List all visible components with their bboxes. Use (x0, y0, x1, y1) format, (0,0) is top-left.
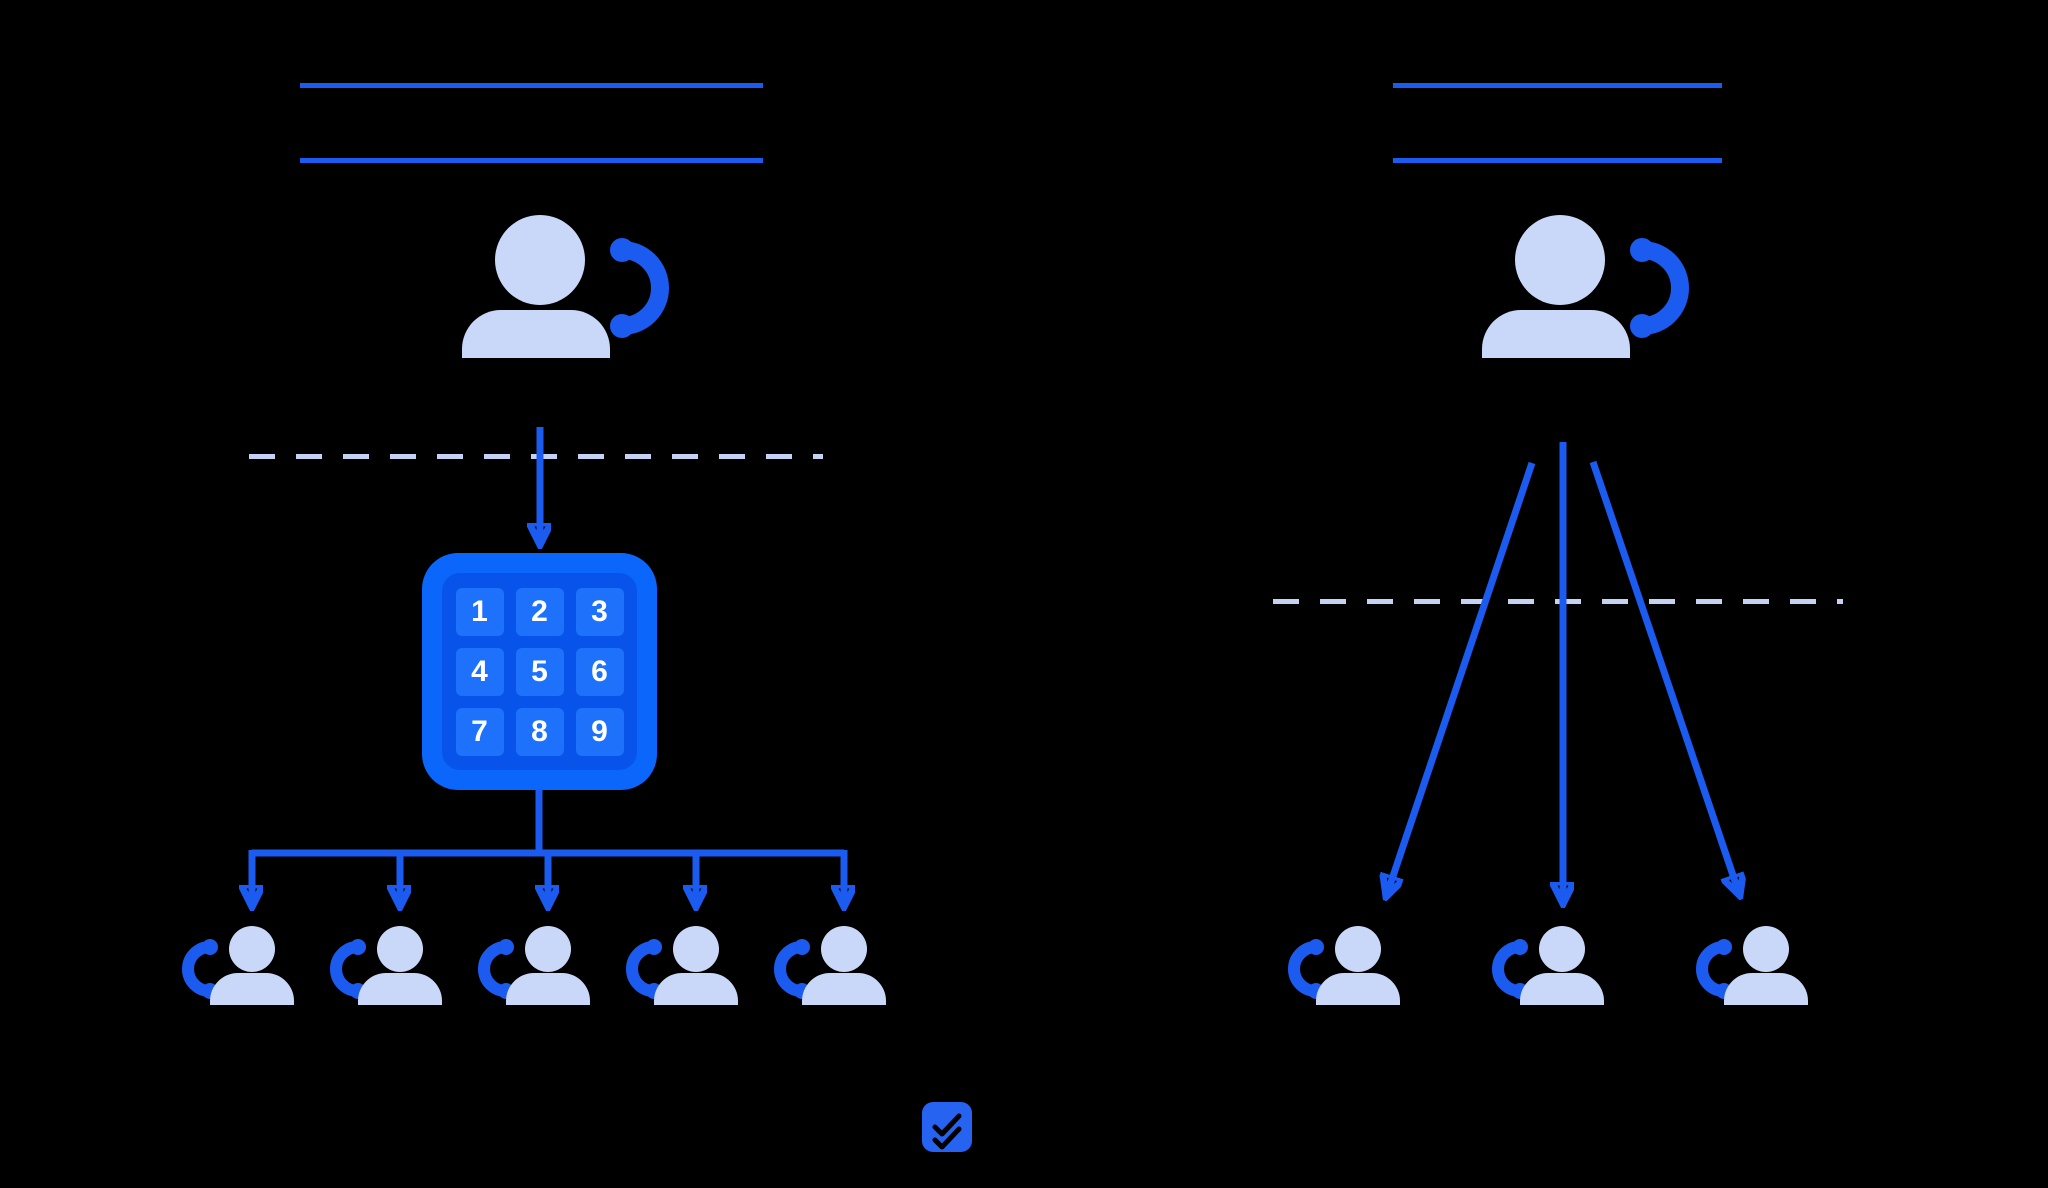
keypad-key-5: 5 (515, 647, 564, 696)
person-head (1335, 926, 1381, 972)
keypad-key-4: 4 (455, 647, 504, 696)
right-agent-with-phone-icon-3 (1696, 926, 1808, 1005)
keypad-key-7: 7 (455, 707, 504, 756)
person-body (654, 973, 738, 1005)
phone-handset-icon (610, 238, 669, 338)
right-title-underline-bottom (1393, 158, 1722, 163)
person-body (1724, 973, 1808, 1005)
keypad-key-9: 9 (575, 707, 624, 756)
person-head (821, 926, 867, 972)
left-title-underline-bottom (300, 158, 763, 163)
right-dashed-divider (1273, 599, 1843, 604)
keypad-key-2: 2 (515, 587, 564, 636)
person-head (1515, 215, 1605, 305)
keypad-key-6: 6 (575, 647, 624, 696)
keypad-inner-panel: 1 2 3 4 5 6 7 8 9 (442, 573, 637, 770)
left-title-underline-top (300, 83, 763, 88)
person-head (525, 926, 571, 972)
right-caller-with-phone-icon (1482, 215, 1689, 358)
keypad-key-8: 8 (515, 707, 564, 756)
phone-handset-icon (1630, 238, 1689, 338)
check-mark-top (932, 1113, 962, 1137)
person-head (673, 926, 719, 972)
check-mark-bottom (932, 1126, 962, 1150)
phone-handset-icon (1492, 939, 1528, 999)
keypad-key-1: 1 (455, 587, 504, 636)
double-check-icon (922, 1102, 972, 1152)
person-body (802, 973, 886, 1005)
keypad-key-3: 3 (575, 587, 624, 636)
person-head (1743, 926, 1789, 972)
person-body (210, 973, 294, 1005)
person-head (495, 215, 585, 305)
phone-handset-icon (626, 939, 662, 999)
person-head (1539, 926, 1585, 972)
person-head (229, 926, 275, 972)
right-agent-with-phone-icon-2 (1492, 926, 1604, 1005)
ivr-keypad: 1 2 3 4 5 6 7 8 9 (422, 553, 657, 790)
right-agent-with-phone-icon-1 (1288, 926, 1400, 1005)
left-dashed-divider (249, 454, 823, 459)
right-title-underline-top (1393, 83, 1722, 88)
right-direct-fan (1387, 442, 1739, 901)
left-agent-with-phone-icon-5 (774, 926, 886, 1005)
person-body (1520, 973, 1604, 1005)
person-body (462, 310, 610, 358)
left-agent-with-phone-icon-2 (330, 926, 442, 1005)
phone-handset-icon (182, 939, 218, 999)
person-body (1316, 973, 1400, 1005)
person-head (377, 926, 423, 972)
direct-arrow-left (1387, 461, 1536, 894)
left-agent-with-phone-icon-1 (182, 926, 294, 1005)
person-body (506, 973, 590, 1005)
left-agent-with-phone-icon-4 (626, 926, 738, 1005)
person-body (358, 973, 442, 1005)
left-agent-with-phone-icon-3 (478, 926, 590, 1005)
left-distribution-tree (252, 789, 844, 904)
left-caller-with-phone-icon (462, 215, 669, 358)
person-body (1482, 310, 1630, 358)
direct-arrow-right (1589, 460, 1739, 893)
